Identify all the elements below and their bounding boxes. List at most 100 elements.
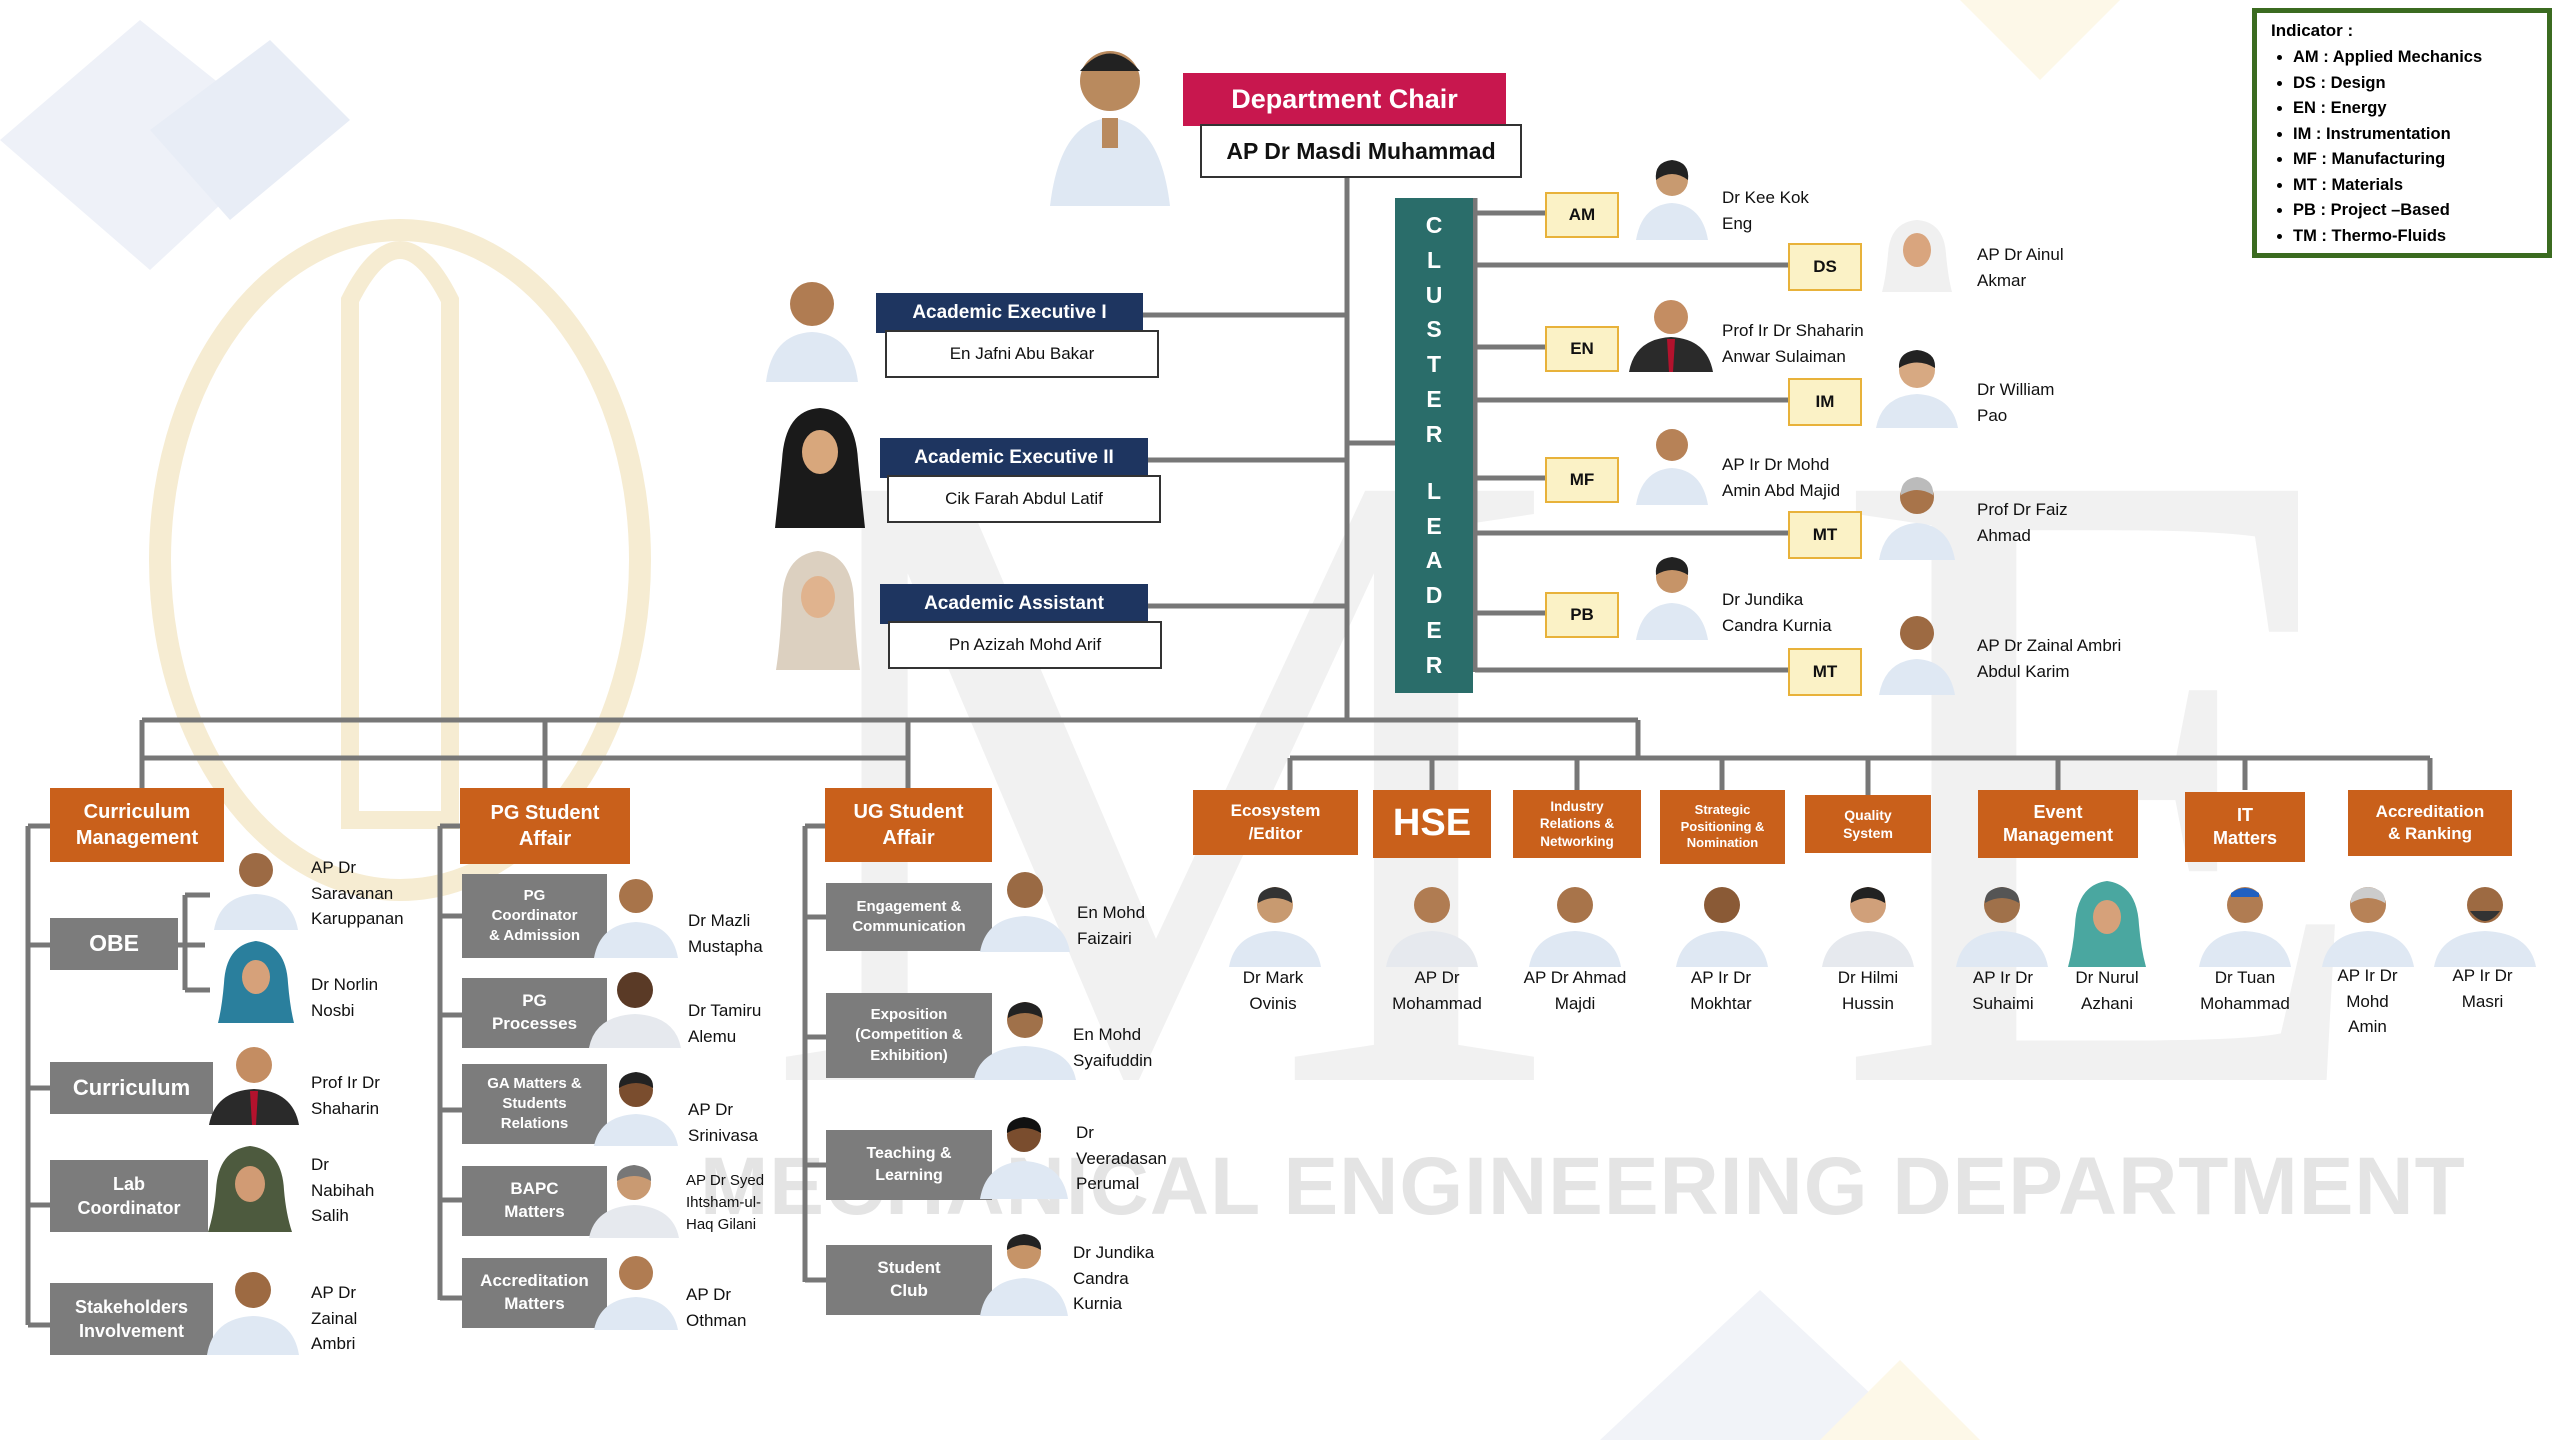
ug-photo-1 — [976, 860, 1074, 952]
ug-teaching-box: Teaching &Learning — [826, 1130, 992, 1200]
cluster-code-mf: MF — [1545, 457, 1619, 503]
committee-photo-event-1 — [1952, 875, 2052, 967]
obe-photo-1 — [210, 840, 302, 930]
cluster-letter: E — [1426, 386, 1442, 413]
cluster-code-en: EN — [1545, 326, 1619, 372]
cluster-photo-mt-2 — [1875, 603, 1960, 695]
legend-item: EN : Energy — [2293, 96, 2533, 122]
cluster-letter: T — [1426, 351, 1442, 378]
legend-item: TM : Thermo-Fluids — [2293, 224, 2533, 250]
cluster-letter: U — [1425, 281, 1443, 308]
ug-photo-2 — [970, 990, 1080, 1080]
cluster-photo-mf — [1632, 415, 1712, 505]
department-chair-title: Department Chair — [1183, 73, 1506, 126]
indicator-legend: Indicator : AM : Applied Mechanics DS : … — [2252, 8, 2552, 258]
legend-item: PB : Project –Based — [2293, 198, 2533, 224]
ug-photo-3 — [976, 1105, 1072, 1199]
cluster-letter: D — [1425, 582, 1443, 609]
pg-photo-3 — [590, 1060, 682, 1146]
cluster-letter: R — [1425, 420, 1443, 447]
committee-photo-quality — [1818, 875, 1918, 967]
cluster-photo-en — [1625, 287, 1717, 372]
cluster-letter: S — [1426, 316, 1442, 343]
committee-photo-strategic — [1672, 875, 1772, 967]
cluster-code-mt-2: MT — [1788, 648, 1862, 696]
cluster-photo-mt-1 — [1875, 465, 1960, 560]
obe-box: OBE — [50, 918, 178, 970]
cluster-code-pb: PB — [1545, 592, 1619, 638]
legend-list: AM : Applied Mechanics DS : Design EN : … — [2271, 45, 2533, 249]
legend-item: AM : Applied Mechanics — [2293, 45, 2533, 71]
curriculum-box: Curriculum — [50, 1062, 213, 1114]
cluster-letter: L — [1426, 477, 1442, 504]
cluster-leader-bar: C L U S T E R L E A D E R — [1395, 198, 1473, 693]
admin-photo-1 — [758, 262, 866, 382]
academic-executive-1-name: En Jafni Abu Bakar — [885, 330, 1159, 378]
academic-assistant-title: Academic Assistant — [880, 584, 1148, 624]
cluster-code-mt-1: MT — [1788, 511, 1862, 559]
cluster-code-ds: DS — [1788, 243, 1862, 291]
cluster-letter: E — [1426, 617, 1442, 644]
admin-photo-2 — [770, 400, 870, 528]
academic-assistant-name: Pn Azizah Mohd Arif — [888, 621, 1162, 669]
cluster-letter: C — [1425, 211, 1443, 238]
committee-photo-industry — [1525, 875, 1625, 967]
lab-photo — [200, 1140, 300, 1232]
academic-executive-2-name: Cik Farah Abdul Latif — [887, 475, 1161, 523]
academic-executive-2-title: Academic Executive II — [880, 438, 1148, 478]
committee-accreditation-header: Accreditation& Ranking — [2348, 790, 2512, 856]
cluster-code-im: IM — [1788, 378, 1862, 426]
curriculum-photo — [205, 1035, 303, 1125]
committee-photo-it — [2195, 875, 2295, 967]
cluster-letter: A — [1425, 547, 1443, 574]
pg-photo-5 — [590, 1245, 682, 1330]
ug-exposition-box: Exposition(Competition &Exhibition) — [826, 993, 992, 1078]
cluster-photo-pb — [1632, 545, 1712, 640]
cluster-photo-im — [1872, 340, 1962, 428]
cluster-code-am: AM — [1545, 192, 1619, 238]
admin-photo-3 — [768, 545, 868, 670]
pg-photo-4 — [585, 1155, 683, 1238]
cluster-letter: E — [1426, 512, 1442, 539]
chair-photo — [1040, 26, 1180, 206]
legend-item: DS : Design — [2293, 71, 2533, 97]
